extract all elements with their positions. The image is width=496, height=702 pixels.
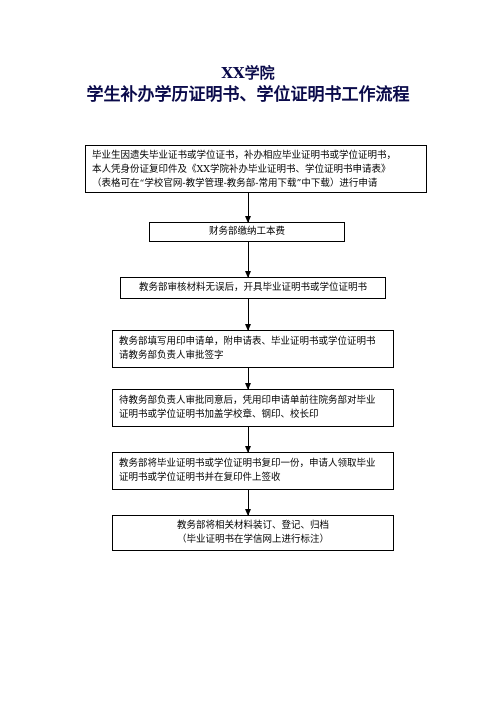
step-1-box: 毕业生因遗失毕业证书或学位证书，补办相应毕业证明书或学位证明书， 本人凭身份证复…: [85, 145, 427, 193]
page-title-line1: XX学院: [221, 64, 275, 82]
step-5-line-1: 待教务部负责人审批同意后，凭用印申请单前往院务部对毕业: [119, 395, 376, 406]
arrow-6: [245, 490, 251, 516]
arrow-3: [245, 299, 251, 331]
step-6-line-2: 证明书或学位证明书并在复印件上签收: [119, 472, 281, 483]
step-3-line-1: 教务部审核材料无误后，开具毕业证明书或学位证明书: [138, 282, 367, 293]
step-6-line-1: 教务部将毕业证明书或学位证明书复印一份，申请人领取毕业: [119, 458, 376, 469]
step-7-line-2: （毕业证明书在学信网上进行标注）: [176, 534, 329, 545]
step-6-box: 教务部将毕业证明书或学位证明书复印一份，申请人领取毕业 证明书或学位证明书并在复…: [112, 452, 394, 490]
step-1-line-3: （表格可在“学校官网-教学管理-教务部-常用下载”中下载）进行申请: [92, 178, 378, 189]
arrow-5: [245, 427, 251, 453]
step-1-line-1: 毕业生因遗失毕业证书或学位证书，补办相应毕业证明书或学位证明书，: [92, 150, 397, 161]
step-5-line-2: 证明书或学位证明书加盖学校章、钢印、校长印: [119, 409, 319, 420]
step-4-box: 教务部填写用印申请单，附申请表、毕业证明书或学位证明书 请教务部负责人审批签字: [112, 330, 394, 368]
arrow-1: [245, 193, 251, 223]
step-7-line-1: 教务部将相关材料装订、登记、归档: [176, 520, 329, 531]
step-3-box: 教务部审核材料无误后，开具毕业证明书或学位证明书: [120, 277, 386, 299]
page-title-line2: 学生补办学历证明书、学位证明书工作流程: [86, 85, 410, 105]
step-2-box: 财务部缴纳工本费: [149, 222, 345, 242]
step-4-line-1: 教务部填写用印申请单，附申请表、毕业证明书或学位证明书: [119, 336, 376, 347]
step-2-line-1: 财务部缴纳工本费: [208, 226, 285, 237]
step-1-line-2: 本人凭身份证复印件及《XX学院补办毕业证明书、学位证明书申请表》: [92, 164, 391, 175]
step-7-box: 教务部将相关材料装订、登记、归档 （毕业证明书在学信网上进行标注）: [112, 515, 394, 551]
step-5-box: 待教务部负责人审批同意后，凭用印申请单前往院务部对毕业 证明书或学位证明书加盖学…: [112, 389, 394, 427]
arrow-4: [245, 368, 251, 390]
arrow-2: [245, 242, 251, 278]
step-4-line-2: 请教务部负责人审批签字: [119, 350, 224, 361]
